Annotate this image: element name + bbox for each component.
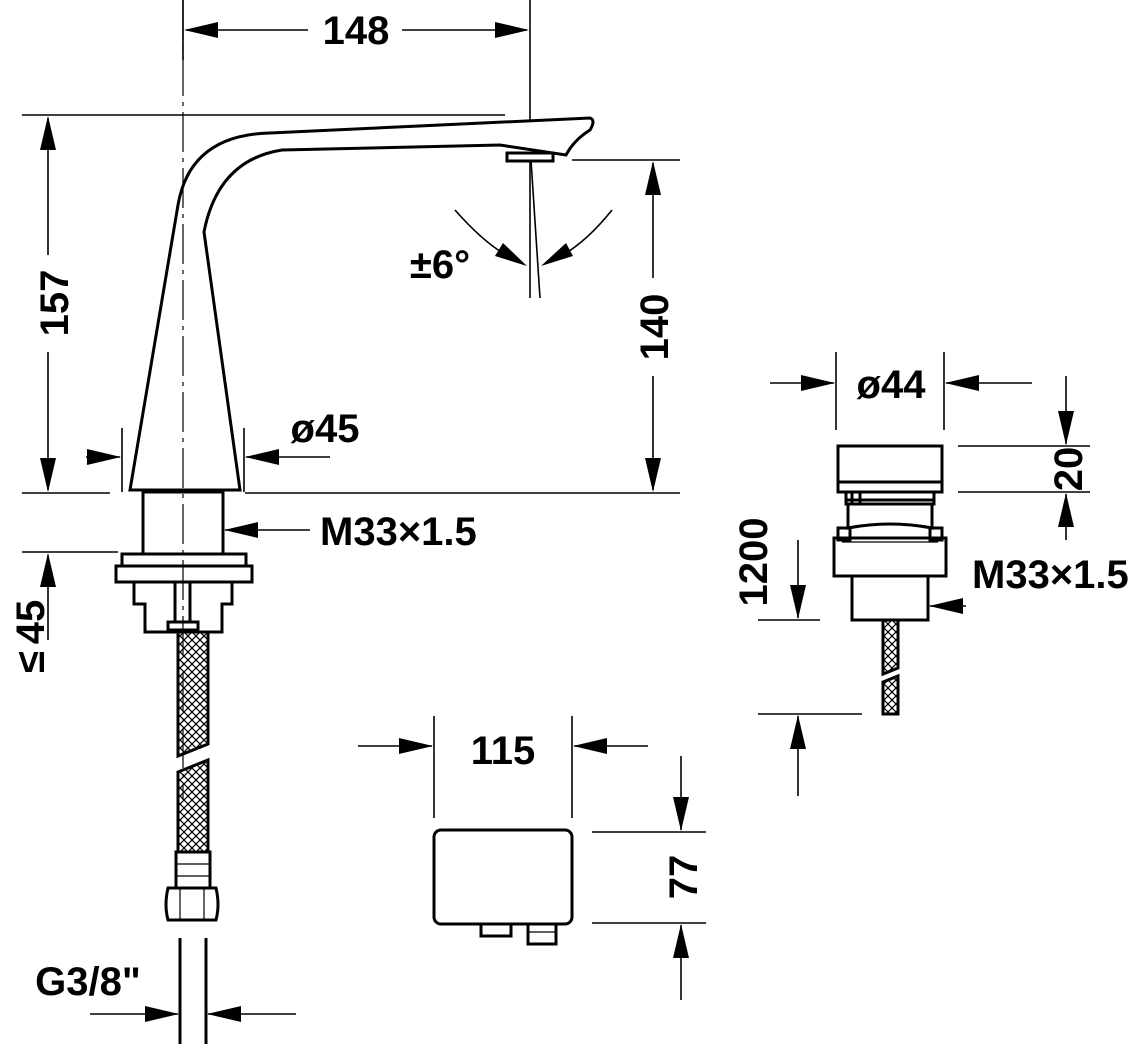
dimension-m33-unit: M33×1.5 xyxy=(929,553,1129,614)
dim-1200-label: 1200 xyxy=(732,518,776,607)
dimension-o45: ø45 xyxy=(86,407,359,492)
control-box-port-1 xyxy=(479,922,513,938)
dim-angle-label: ±6° xyxy=(410,243,470,287)
sensor-cap xyxy=(836,444,944,494)
hose-upper xyxy=(176,630,210,759)
sensor-cable-lower xyxy=(881,673,900,716)
dimension-115: 115 xyxy=(358,716,648,818)
dimension-max45: 45 ≤ xyxy=(9,551,118,673)
hose-crimp xyxy=(174,850,212,890)
mounting-nut xyxy=(132,580,234,634)
sensor-shank xyxy=(850,574,930,622)
thread-faucet-label: M33×1.5 xyxy=(320,510,477,554)
sensor-ring xyxy=(832,536,948,578)
dim-o45-label: ø45 xyxy=(291,407,360,451)
faucet-drawing xyxy=(114,0,595,1044)
dimension-20: 20 xyxy=(958,376,1091,540)
dim-148-label: 148 xyxy=(323,9,390,53)
faucet-body-outline xyxy=(128,116,595,492)
mounting-flange xyxy=(120,552,248,568)
dim-o44-label: ø44 xyxy=(857,363,927,407)
dimension-m33-faucet: M33×1.5 xyxy=(224,510,477,554)
hose-lower xyxy=(176,757,210,854)
thread-unit-label: M33×1.5 xyxy=(972,553,1129,597)
dimension-angle: ±6° xyxy=(410,159,613,299)
control-box-body xyxy=(432,828,574,926)
dimension-77: 77 xyxy=(592,756,706,1000)
dim-20-label: 20 xyxy=(1047,447,1091,492)
dim-max45-label: 45 xyxy=(9,600,53,645)
dim-140-label: 140 xyxy=(633,294,677,361)
dim-115-label: 115 xyxy=(471,729,536,773)
control-box-port-2 xyxy=(526,922,558,946)
dim-max45-symbol: ≤ xyxy=(9,651,53,673)
dimension-g38: G3/8" xyxy=(35,960,296,1022)
dimension-o44: ø44 xyxy=(770,352,1032,430)
dim-157-label: 157 xyxy=(33,270,77,337)
control-box xyxy=(432,828,574,946)
mounting-washer xyxy=(114,564,254,584)
dimension-148: 148 xyxy=(182,0,531,120)
dim-77-label: 77 xyxy=(662,855,706,900)
sensor-unit xyxy=(832,444,948,716)
hose-nut xyxy=(164,886,220,922)
sensor-cable-upper xyxy=(881,618,900,677)
aerator xyxy=(505,151,555,163)
dimension-157: 157 xyxy=(22,114,505,494)
dim-g38-label: G3/8" xyxy=(35,960,141,1004)
dimension-140: 140 xyxy=(245,159,680,494)
dimension-1200: 1200 xyxy=(732,518,862,796)
sensor-body xyxy=(846,504,934,530)
